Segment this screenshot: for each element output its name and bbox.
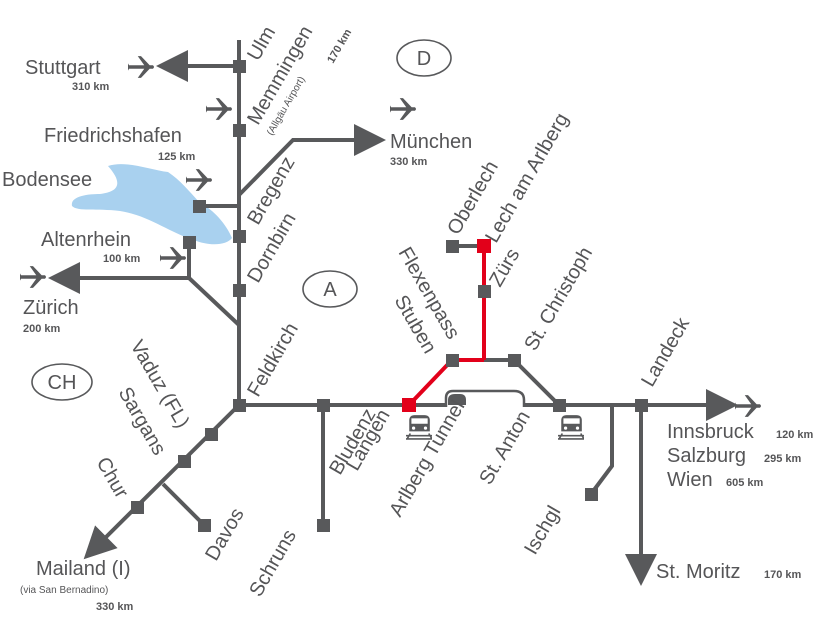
country-switzerland-badge	[31, 363, 93, 401]
rail-road-network	[48, 40, 738, 586]
airplane-icon	[160, 247, 186, 269]
place-zuers-label: Zürs	[485, 245, 524, 291]
place-stanton-label: St. Anton	[475, 407, 535, 488]
airport-innsbruck-distance: 120 km	[776, 429, 814, 441]
airplane-icon	[390, 98, 416, 120]
country-austria-label: A	[323, 279, 337, 301]
airplane-icon	[186, 169, 212, 191]
place-ischgl-label: Ischgl	[520, 502, 565, 558]
bodensee-lake	[71, 164, 232, 245]
airport-salzburg-distance: 295 km	[764, 453, 802, 465]
place-landeck-label: Landeck	[637, 313, 694, 390]
airport-muenchen-label: München	[390, 131, 472, 153]
airport-stmoritz-label: St. Moritz	[656, 561, 740, 583]
place-chur-label: Chur	[92, 454, 133, 503]
airport-mailand-label: Mailand (I)	[36, 558, 130, 580]
airport-altenrhein-distance: 100 km	[103, 253, 141, 265]
place-ulm-label: Ulm	[243, 23, 280, 65]
airport-zuerich-label: Zürich	[23, 297, 79, 319]
lake-bodensee-label: Bodensee	[2, 169, 92, 191]
airport-altenrhein-label: Altenrhein	[41, 229, 131, 251]
airport-muenchen-distance: 330 km	[390, 156, 428, 168]
airplane-icon	[735, 395, 761, 417]
airplane-icon	[206, 98, 232, 120]
airport-memmingen-distance: 170 km	[325, 27, 354, 65]
arlberg-tunnel-label: Arlberg Tunnel	[385, 397, 469, 521]
airport-salzburg-label: Salzburg	[667, 445, 746, 467]
airport-stuttgart-label: Stuttgart	[25, 57, 101, 79]
airport-stuttgart-distance: 310 km	[72, 81, 110, 93]
place-schruns-label: Schruns	[245, 526, 301, 601]
train-icon	[558, 414, 584, 440]
airport-stmoritz-distance: 170 km	[764, 569, 802, 581]
country-austria-badge	[302, 270, 358, 308]
place-davos-label: Davos	[201, 504, 248, 564]
country-switzerland-label: CH	[48, 372, 77, 394]
place-stchristoph-label: St. Christoph	[520, 243, 597, 354]
airport-innsbruck-label: Innsbruck	[667, 421, 755, 443]
airport-mailand-distance: 330 km	[96, 601, 134, 613]
stop-nodes	[131, 60, 648, 532]
place-feldkirch-label: Feldkirch	[243, 319, 303, 400]
airport-friedrichshafen-label: Friedrichshafen	[44, 125, 182, 147]
country-germany-badge	[396, 39, 452, 77]
airport-friedrichshafen-distance: 125 km	[158, 151, 196, 163]
airport-zuerich-distance: 200 km	[23, 323, 61, 335]
airport-mailand-via: (via San Bernadino)	[20, 585, 108, 596]
airplane-icon	[128, 56, 154, 78]
airport-wien-distance: 605 km	[726, 477, 764, 489]
airplane-icon	[20, 266, 46, 288]
country-germany-label: D	[417, 48, 431, 70]
airport-wien-label: Wien	[667, 469, 713, 491]
